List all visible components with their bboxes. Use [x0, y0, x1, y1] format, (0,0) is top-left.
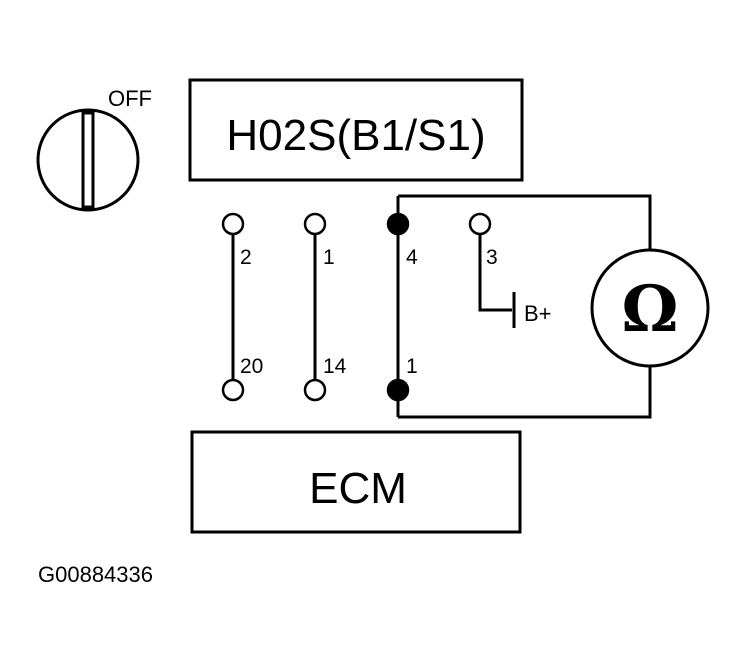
- ecm-box-label: ECM: [309, 464, 407, 513]
- sensor-box-label: H02S(B1/S1): [226, 111, 485, 160]
- wire-line: [478, 233, 512, 312]
- sensor-box: H02S(B1/S1): [188, 78, 524, 182]
- terminal-open: [221, 212, 245, 236]
- ohmmeter-dial: [590, 248, 710, 368]
- pin-label: 14: [323, 355, 347, 378]
- ignition-state-label: OFF: [108, 86, 152, 111]
- wire-3-bplus: B+: [468, 212, 552, 328]
- terminal-probed: [386, 378, 410, 402]
- terminal-open: [468, 212, 492, 236]
- pin-label: 2: [240, 246, 252, 269]
- pin-label: 1: [406, 355, 418, 378]
- terminal-probed: [386, 212, 410, 236]
- wire-2-20: [221, 212, 245, 402]
- sensor-box-frame: [188, 78, 524, 182]
- meter-lead-bottom: [398, 367, 652, 419]
- terminal-open: [221, 378, 245, 402]
- ecm-box: ECM: [190, 430, 522, 534]
- ohm-symbol: Ω: [622, 272, 679, 347]
- supply-label: B+: [524, 301, 552, 326]
- ecm-box-frame: [190, 430, 522, 534]
- wire-1-14: [303, 212, 327, 402]
- ignition-switch: OFF: [36, 86, 152, 212]
- pin-label: 20: [240, 355, 263, 378]
- figure-code: G00884336: [38, 562, 153, 587]
- meter-lead-top: [398, 194, 652, 250]
- pin-label: 3: [486, 246, 498, 269]
- ignition-key-slot: [81, 111, 95, 209]
- terminal-open: [303, 212, 327, 236]
- terminal-open: [303, 378, 327, 402]
- sensor-pin-labels: 2 1 4 3: [240, 246, 498, 269]
- pin-label: 4: [406, 246, 418, 269]
- ohmmeter: Ω: [396, 194, 710, 419]
- wire-4-1: [386, 212, 410, 402]
- ecm-pin-labels: 20 14 1: [240, 355, 418, 378]
- pin-label: 1: [323, 246, 335, 269]
